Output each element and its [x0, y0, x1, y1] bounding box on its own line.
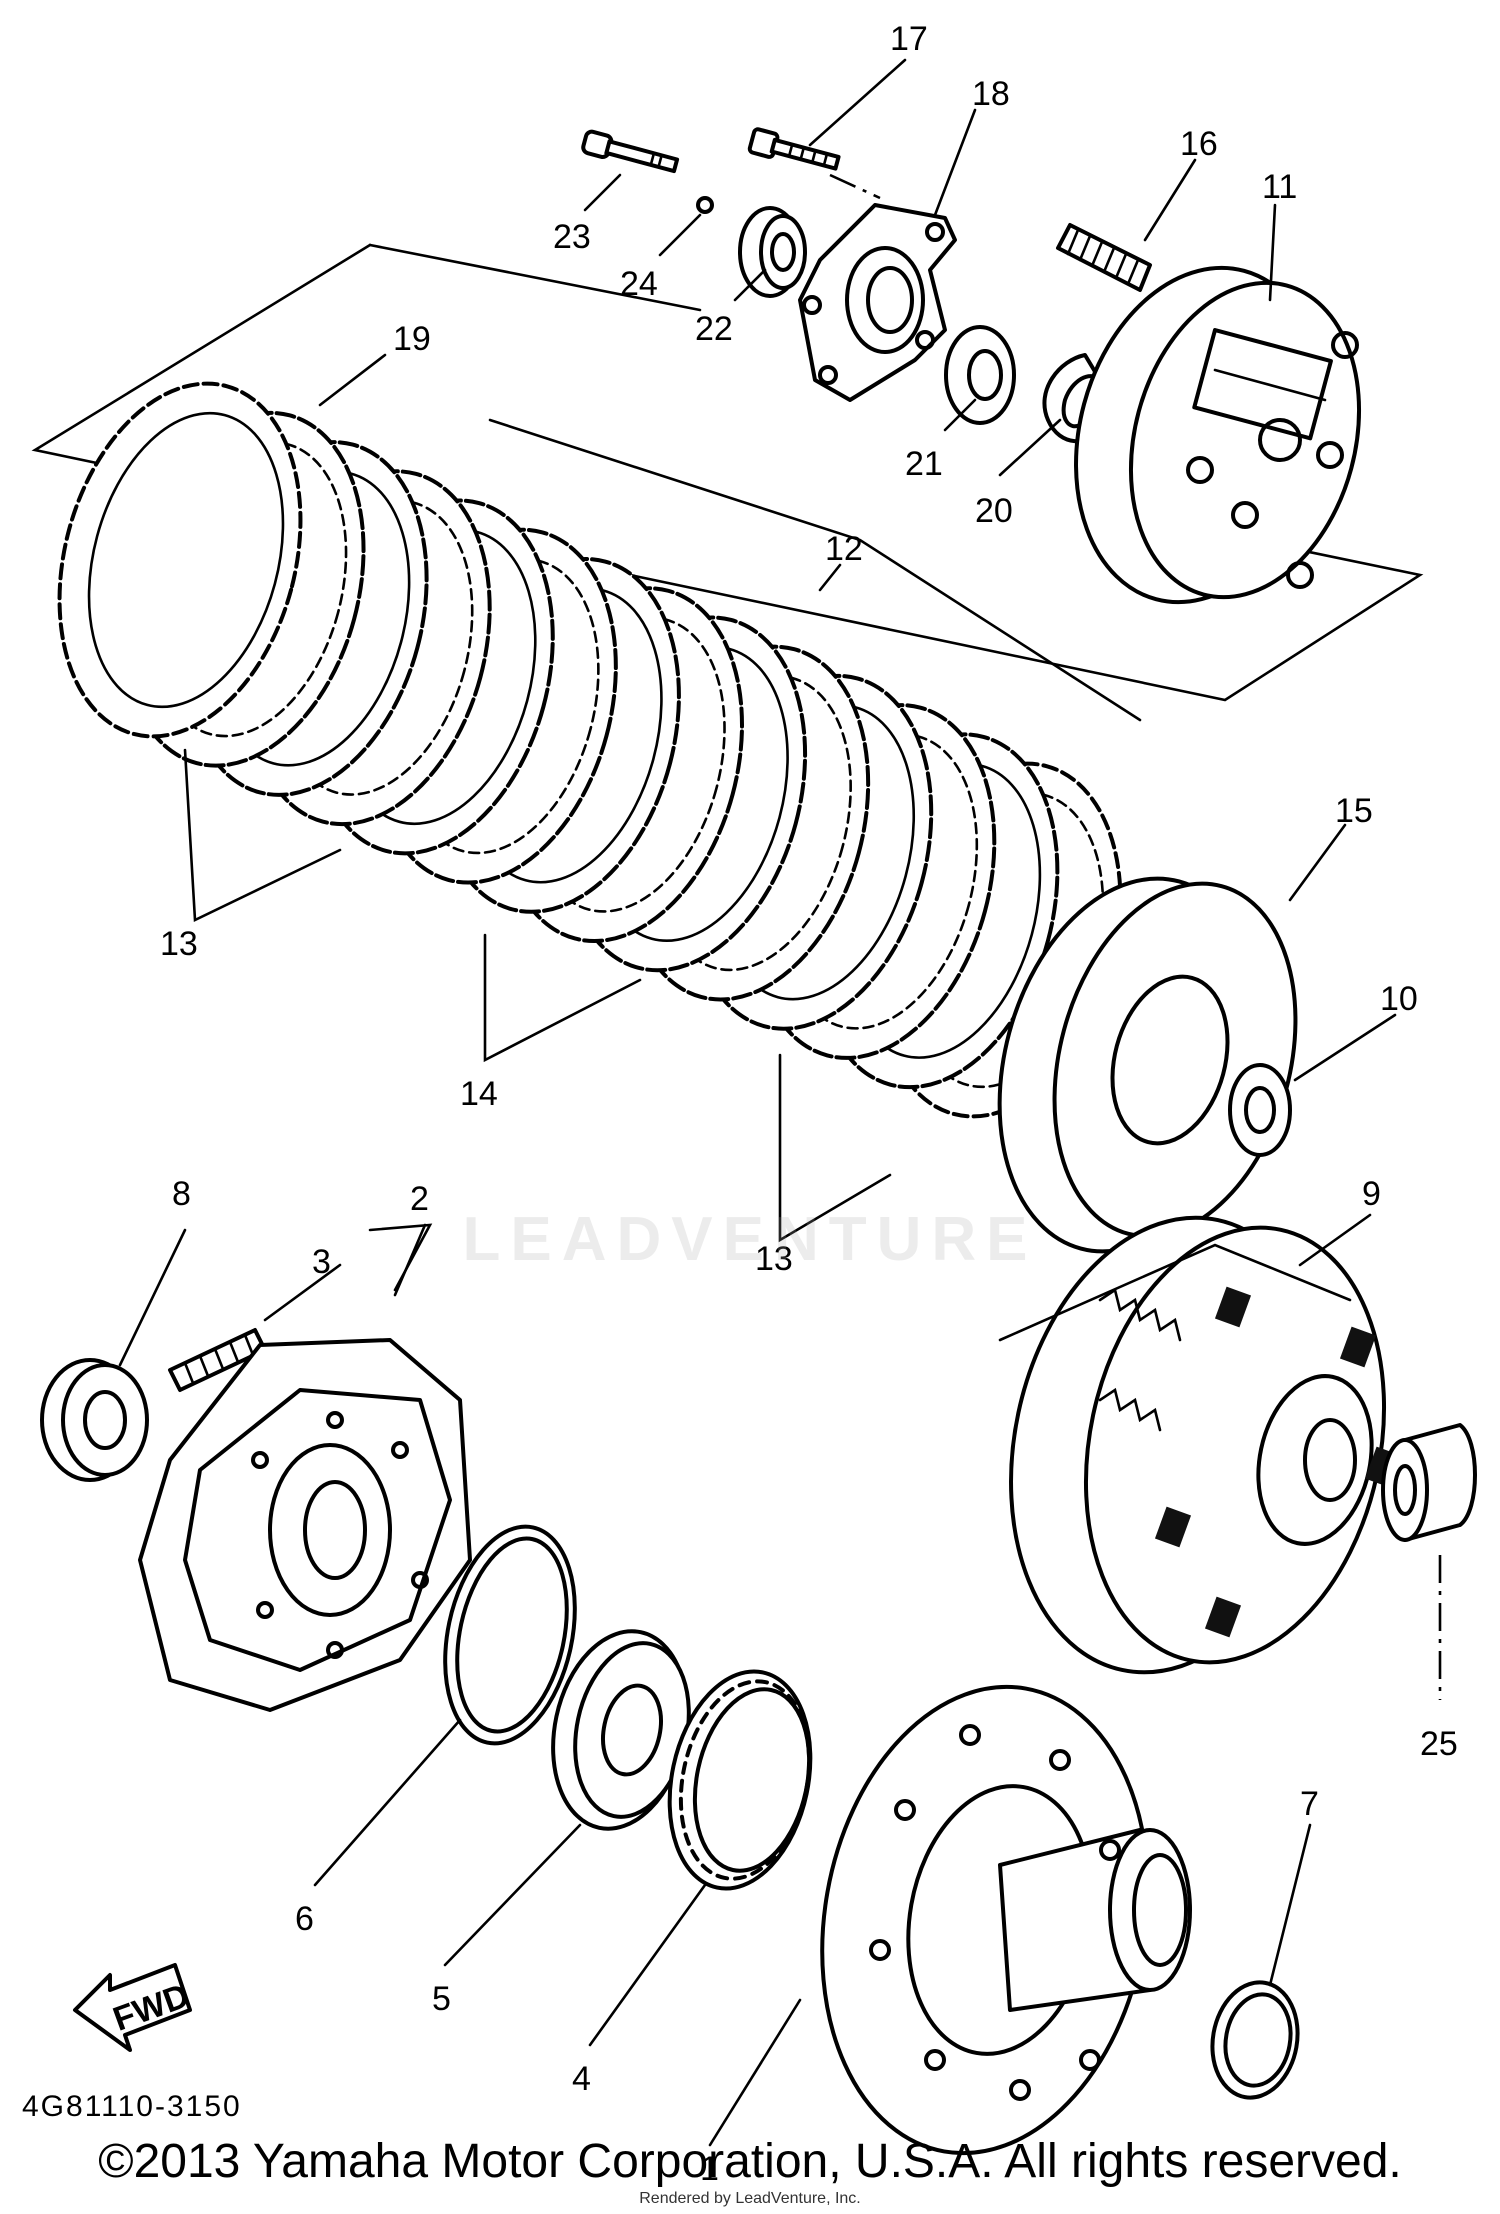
- part-4-one-way-clutch: [667, 1669, 813, 1891]
- callout-25: 25: [1420, 1725, 1458, 1763]
- callout-17: 17: [890, 20, 928, 58]
- callout-14: 14: [460, 1075, 498, 1113]
- callout-13b: 13: [755, 1240, 793, 1278]
- part-1-primary-driven-gear: [820, 1684, 1192, 2156]
- part-15-primary-plate: [997, 876, 1298, 1254]
- callout-23: 23: [553, 218, 591, 256]
- part-9-clutch-housing: [1009, 1215, 1402, 1675]
- callout-24: 24: [620, 265, 658, 303]
- callout-15: 15: [1335, 792, 1373, 830]
- callout-1: 1: [700, 2150, 719, 2188]
- part-7-washer: [1210, 1980, 1300, 2100]
- callout-10: 10: [1380, 980, 1418, 1018]
- part-10-circlip: [1228, 1063, 1292, 1157]
- callout-20: 20: [975, 492, 1013, 530]
- part-17-bolt: [747, 127, 841, 171]
- callout-18: 18: [972, 75, 1010, 113]
- callout-21: 21: [905, 445, 943, 483]
- callout-11: 11: [1262, 168, 1297, 206]
- part-8-nut: [40, 1358, 149, 1482]
- part-23-bolt: [581, 129, 680, 174]
- callout-19: 19: [393, 320, 431, 358]
- clutch-plate-stack: [57, 381, 1123, 1119]
- callout-22: 22: [695, 310, 733, 348]
- callout-4: 4: [572, 2060, 591, 2098]
- assembly-bracket-12: [488, 418, 1142, 722]
- callout-7: 7: [1300, 1785, 1319, 1823]
- part-24-ball: [696, 196, 714, 214]
- part-16-spring: [1056, 223, 1152, 292]
- callout-16: 16: [1180, 125, 1218, 163]
- part-25-collar: [1381, 1423, 1477, 1542]
- rendered-by-note: Rendered by LeadVenture, Inc.: [639, 2190, 861, 2207]
- part-11-clutch-boss: [1074, 265, 1362, 605]
- drawing-code: 4G81110-3150: [22, 2090, 242, 2123]
- callout-6: 6: [295, 1900, 314, 1938]
- part-2-centrifugal-clutch: [138, 1338, 472, 1712]
- fwd-arrow-icon: FWD: [73, 1963, 194, 2052]
- part-19-friction-plate: [57, 381, 303, 739]
- assembly-bracket-9: [998, 1243, 1352, 1342]
- callout-5: 5: [432, 1980, 451, 2018]
- callout-8: 8: [172, 1175, 191, 1213]
- part-6-shim: [443, 1524, 577, 1746]
- part-21-nut: [944, 325, 1016, 425]
- callout-9: 9: [1362, 1175, 1381, 1213]
- callout-12: 12: [825, 530, 863, 568]
- callout-13a: 13: [160, 925, 198, 963]
- callout-3: 3: [312, 1243, 331, 1281]
- copyright-footer: ©2013 Yamaha Motor Corporation, U.S.A. A…: [98, 2135, 1402, 2188]
- part-22-bearing: [738, 206, 807, 298]
- part-5-bearing: [551, 1629, 691, 1831]
- callout-2: 2: [410, 1180, 429, 1218]
- part-18-pressure-plate: [798, 203, 957, 402]
- leader-lines: [118, 58, 1397, 2147]
- watermark: LEADVENTURE: [462, 1205, 1038, 1274]
